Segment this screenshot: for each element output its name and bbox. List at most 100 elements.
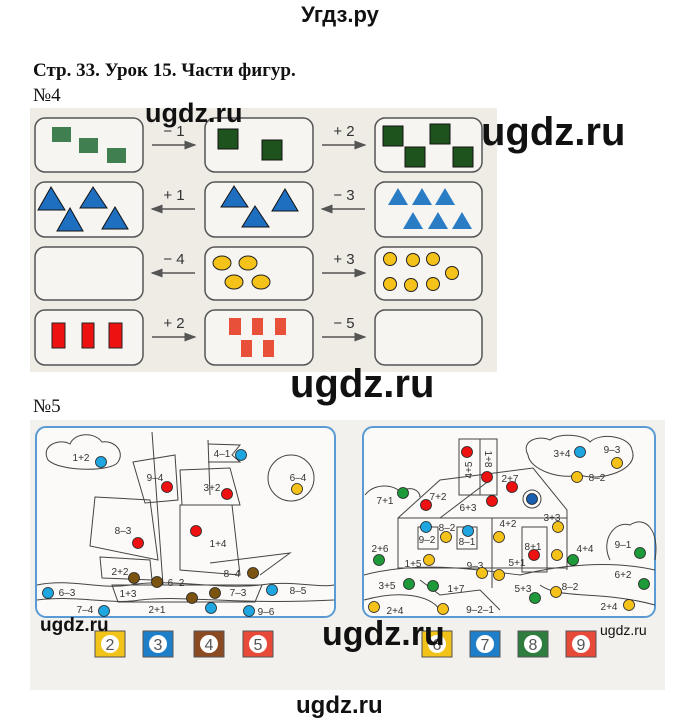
red-dot <box>161 481 173 493</box>
expression-label: 8–2 <box>589 473 606 484</box>
yellow-dot <box>368 601 380 613</box>
watermark: ugdz.ru <box>145 98 243 128</box>
green-dot <box>567 554 579 566</box>
operation-label: − 4 <box>163 251 184 268</box>
operation-label: + 2 <box>163 315 184 332</box>
ship-drawing <box>36 431 335 603</box>
yellow-dot <box>291 483 303 495</box>
operation-label: − 5 <box>333 315 354 332</box>
legend-circle <box>428 635 446 653</box>
brown-dot <box>151 576 163 588</box>
legend-number: 7 <box>481 637 490 654</box>
green-squares-light <box>52 127 126 163</box>
expression-label: 9–2–1 <box>466 605 494 616</box>
arrows <box>150 140 367 342</box>
expression-label: 7–3 <box>230 588 247 599</box>
expression-label: 3+4 <box>554 449 571 460</box>
legend-circle <box>101 635 119 653</box>
expression-label: 8–3 <box>115 526 132 537</box>
yellow-dot <box>611 457 623 469</box>
red-dot <box>221 488 233 500</box>
red-dot <box>481 471 493 483</box>
expression-label: 3+3 <box>544 513 561 524</box>
yellow-dot <box>551 549 563 561</box>
yellow-dot <box>440 531 452 543</box>
task-4-figure: − 1 + 2 + 1 − 3 − 4 + 3 + 2 − 5 <box>30 108 497 372</box>
expression-label: 8–5 <box>290 586 307 597</box>
expression-label: 1+3 <box>120 589 137 600</box>
green-dot <box>397 487 409 499</box>
expression-label: 1+5 <box>405 559 422 570</box>
blue-dot <box>462 525 474 537</box>
expression-label: 1+8 <box>482 451 493 468</box>
blue-triangles-small <box>388 188 472 229</box>
legend-number: 8 <box>529 637 538 654</box>
blue-dot <box>205 602 217 614</box>
red-dot <box>132 537 144 549</box>
blue-dot <box>98 605 110 617</box>
green-squares <box>217 123 474 168</box>
darkblue-dot <box>526 493 538 505</box>
yellow-dot <box>550 586 562 598</box>
brown-dot <box>247 567 259 579</box>
expression-label: 9–4 <box>147 473 164 484</box>
brown-dot <box>186 592 198 604</box>
expression-label: 1+2 <box>73 453 90 464</box>
box <box>204 246 314 301</box>
expression-label: 6+3 <box>460 503 477 514</box>
expression-label: 7+2 <box>430 492 447 503</box>
box-empty <box>374 309 483 366</box>
expression-label: 9–6 <box>258 607 275 618</box>
brown-dot <box>128 572 140 584</box>
expression-label: 8–2 <box>439 523 456 534</box>
watermark: ugdz.ru <box>290 362 435 406</box>
expression-label: 8–4 <box>224 569 241 580</box>
green-dot <box>638 578 650 590</box>
yellow-dot <box>423 554 435 566</box>
expression-label: 7+1 <box>377 496 394 507</box>
expression-label: 1+4 <box>210 539 227 550</box>
page-heading: Стр. 33. Урок 15. Части фигур. <box>33 60 296 81</box>
expression-label: 4+5 <box>464 461 475 478</box>
expression-label: 8–1 <box>459 537 476 548</box>
blue-dot <box>420 521 432 533</box>
yellow-circles <box>212 252 459 292</box>
expression-label: 7–4 <box>77 605 94 616</box>
expression-label: 4+4 <box>577 544 594 555</box>
legend-number: 2 <box>106 637 115 654</box>
expression-label: 8–2 <box>562 582 579 593</box>
legend-circle <box>476 635 494 653</box>
legend-circle <box>200 635 218 653</box>
legend-number: 5 <box>254 637 263 654</box>
expression-label: 4–1 <box>214 449 231 460</box>
expression-label: 5+3 <box>515 584 532 595</box>
yellow-dot <box>623 599 635 611</box>
legend-number: 9 <box>577 637 586 654</box>
task-4-number: №4 <box>33 85 61 106</box>
expression-label: 6–3 <box>59 588 76 599</box>
legend-circle <box>524 635 542 653</box>
expression-label: 2+4 <box>387 606 404 617</box>
green-dot <box>529 592 541 604</box>
expression-label: 2+1 <box>149 605 166 616</box>
house-drawing <box>363 434 657 611</box>
red-dot <box>190 525 202 537</box>
operation-label: − 3 <box>333 187 354 204</box>
expression-label: 6+2 <box>615 570 632 581</box>
operation-label: + 1 <box>163 187 184 204</box>
blue-dot <box>235 449 247 461</box>
blue-dot <box>42 587 54 599</box>
green-dot <box>403 578 415 590</box>
task-5-number: №5 <box>33 396 61 417</box>
expression-label: 6–4 <box>290 473 307 484</box>
operation-label: + 3 <box>333 251 354 268</box>
legend-number: 3 <box>154 637 163 654</box>
legend-circle <box>572 635 590 653</box>
blue-dot <box>243 605 255 617</box>
legend-number: 6 <box>433 637 442 654</box>
operation-label: − 1 <box>163 123 184 140</box>
